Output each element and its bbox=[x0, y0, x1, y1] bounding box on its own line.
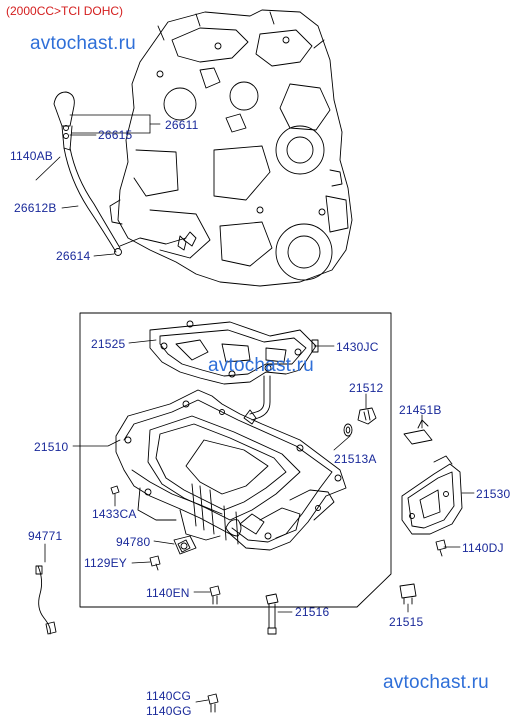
part-label-21512[interactable]: 21512 bbox=[349, 381, 384, 395]
watermark: avtochast.ru bbox=[383, 672, 489, 693]
part-label-1129ey[interactable]: 1129EY bbox=[84, 556, 128, 570]
part-label-1140ab[interactable]: 1140AB bbox=[10, 149, 54, 163]
baffle-plate-illustration bbox=[401, 455, 463, 535]
part-label-1140cg[interactable]: 1140CG bbox=[146, 689, 192, 703]
part-label-1430jc[interactable]: 1430JC bbox=[336, 340, 379, 354]
engine-spec-subtitle: (2000CC>TCI DOHC) bbox=[6, 4, 124, 18]
oil-strainer-illustration bbox=[243, 375, 271, 425]
part-label-1433ca[interactable]: 1433CA bbox=[92, 507, 137, 521]
engine-block-illustration bbox=[109, 9, 353, 287]
bolt-1140dj-illustration bbox=[435, 539, 447, 557]
part-label-21515[interactable]: 21515 bbox=[389, 615, 424, 629]
part-label-26611[interactable]: 26611 bbox=[165, 118, 199, 132]
part-label-21513a[interactable]: 21513A bbox=[334, 452, 377, 466]
gasket-illustration bbox=[149, 320, 317, 385]
oil-level-switch-illustration bbox=[173, 535, 197, 555]
bolt-1140cg-illustration bbox=[207, 693, 219, 713]
part-label-94780[interactable]: 94780 bbox=[116, 535, 151, 549]
part-label-1140en[interactable]: 1140EN bbox=[146, 586, 190, 600]
part-label-1140dj[interactable]: 1140DJ bbox=[462, 541, 504, 555]
part-label-94771[interactable]: 94771 bbox=[28, 529, 63, 543]
bolt-21516-illustration bbox=[265, 593, 279, 635]
bolt-1140en-illustration bbox=[209, 585, 221, 605]
part-label-26615[interactable]: 26615 bbox=[98, 128, 133, 142]
washer-illustration bbox=[343, 423, 353, 437]
wiring-harness-illustration bbox=[35, 565, 57, 635]
drain-plug-illustration bbox=[399, 583, 417, 605]
part-label-21451b[interactable]: 21451B bbox=[399, 403, 442, 417]
part-label-21516[interactable]: 21516 bbox=[295, 605, 330, 619]
part-label-21510[interactable]: 21510 bbox=[34, 440, 69, 454]
oil-level-gauge-illustration bbox=[53, 91, 197, 256]
oil-pan-illustration bbox=[115, 389, 347, 551]
part-label-1140gg[interactable]: 1140GG bbox=[146, 704, 192, 718]
part-label-21530[interactable]: 21530 bbox=[476, 487, 511, 501]
watermark: avtochast.ru bbox=[208, 355, 314, 376]
oil-filter-bolt-illustration bbox=[357, 407, 377, 425]
watermark: avtochast.ru bbox=[30, 33, 136, 54]
part-label-26614[interactable]: 26614 bbox=[56, 249, 91, 263]
bolt-1129ey-illustration bbox=[149, 555, 161, 571]
part-label-21525[interactable]: 21525 bbox=[91, 337, 126, 351]
leader-lines bbox=[35, 114, 475, 703]
dowel-pin-illustration bbox=[311, 339, 319, 353]
part-label-26612b[interactable]: 26612B bbox=[14, 201, 57, 215]
oil-pan-group-frame bbox=[79, 312, 392, 608]
clip-illustration bbox=[403, 419, 433, 445]
bolt-1433ca-illustration bbox=[110, 485, 120, 495]
